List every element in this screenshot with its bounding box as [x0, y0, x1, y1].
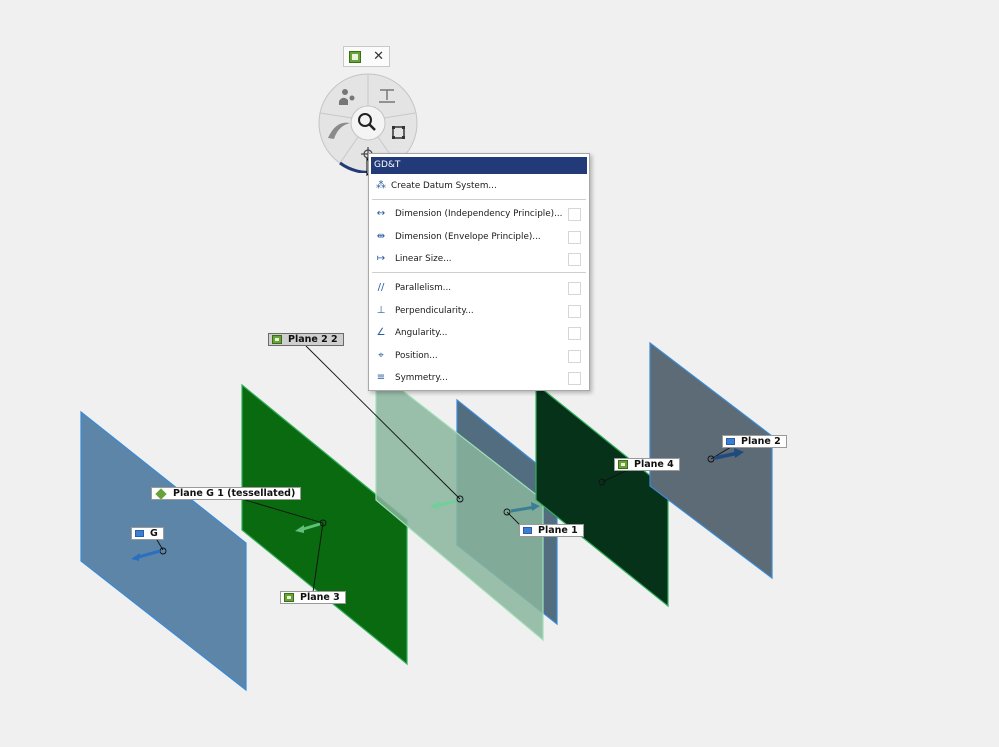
menu-header: GD&T — [371, 157, 587, 174]
magnifier-icon — [358, 113, 376, 131]
menu-checkbox[interactable] — [568, 281, 581, 295]
label-plane-3[interactable]: Plane 3 — [280, 591, 346, 604]
menu-checkbox[interactable] — [568, 349, 581, 363]
green-plane-icon[interactable] — [349, 50, 361, 63]
menu-item-parallelism[interactable]: // Parallelism... — [369, 278, 589, 298]
label-g[interactable]: G — [131, 527, 164, 540]
menu-checkbox[interactable] — [568, 207, 581, 221]
anchor-points — [159, 455, 715, 555]
angularity-icon: ∠ — [376, 327, 386, 338]
plane-2[interactable] — [649, 341, 773, 580]
label-plane-2[interactable]: Plane 2 — [722, 435, 787, 448]
label-plane-4[interactable]: Plane 4 — [614, 458, 680, 471]
menu-checkbox[interactable] — [568, 230, 581, 244]
menu-item-perpendicularity[interactable]: ⊥ Perpendicularity... — [369, 301, 589, 321]
independency-dimension-icon: ↔ — [376, 208, 386, 219]
curve-icon[interactable] — [328, 122, 350, 139]
text-annotation-icon[interactable] — [379, 89, 395, 103]
plane-4[interactable] — [535, 382, 669, 608]
symmetry-icon: ≡ — [376, 372, 386, 383]
bounding-box-icon[interactable] — [392, 126, 405, 139]
menu-checkbox[interactable] — [568, 304, 581, 318]
plane-3[interactable] — [241, 383, 408, 666]
green-plane-icon — [272, 335, 282, 344]
mini-toolbar: ✕ — [343, 46, 390, 67]
close-icon[interactable]: ✕ — [373, 49, 384, 64]
menu-item-symmetry[interactable]: ≡ Symmetry... — [369, 368, 589, 388]
plane-G[interactable] — [80, 410, 247, 692]
menu-item-dimension-independency[interactable]: ↔ Dimension (Independency Principle)... — [369, 204, 589, 224]
position-icon: ⌖ — [378, 350, 384, 361]
menu-checkbox[interactable] — [568, 252, 581, 266]
menu-item-dimension-envelope[interactable]: ⇹ Dimension (Envelope Principle)... — [369, 227, 589, 247]
menu-item-linear-size[interactable]: ↦ Linear Size... — [369, 249, 589, 269]
menu-checkbox[interactable] — [568, 326, 581, 340]
perpendicularity-icon: ⊥ — [376, 305, 386, 316]
linear-size-icon: ↦ — [376, 253, 386, 264]
label-plane-2-2[interactable]: Plane 2 2 — [268, 333, 344, 346]
gdt-context-menu: GD&T ⁂ Create Datum System... ↔ Dimensio… — [368, 153, 590, 391]
menu-separator — [372, 199, 586, 200]
green-plane-icon — [284, 593, 294, 602]
leader-lines — [156, 345, 732, 593]
blue-plane-icon — [726, 438, 735, 445]
magnifier-button[interactable] — [350, 105, 386, 141]
label-plane-1[interactable]: Plane 1 — [519, 524, 584, 537]
menu-item-create-datum-system[interactable]: ⁂ Create Datum System... — [376, 180, 497, 192]
tessellated-icon — [155, 487, 167, 500]
parallelism-icon: // — [377, 282, 385, 293]
menu-separator — [372, 272, 586, 273]
datum-system-icon: ⁂ — [376, 180, 386, 191]
blue-plane-icon — [523, 527, 532, 534]
green-plane-icon — [618, 460, 628, 469]
plane-2-2[interactable] — [375, 368, 544, 642]
menu-item-angularity[interactable]: ∠ Angularity... — [369, 323, 589, 343]
envelope-dimension-icon: ⇹ — [376, 231, 386, 242]
menu-checkbox[interactable] — [568, 371, 581, 385]
normal-arrows — [131, 448, 744, 561]
label-plane-g1[interactable]: Plane G 1 (tessellated) — [151, 487, 302, 500]
blue-plane-icon — [135, 530, 144, 537]
menu-item-position[interactable]: ⌖ Position... — [369, 346, 589, 366]
select-by-icon[interactable] — [339, 89, 355, 105]
